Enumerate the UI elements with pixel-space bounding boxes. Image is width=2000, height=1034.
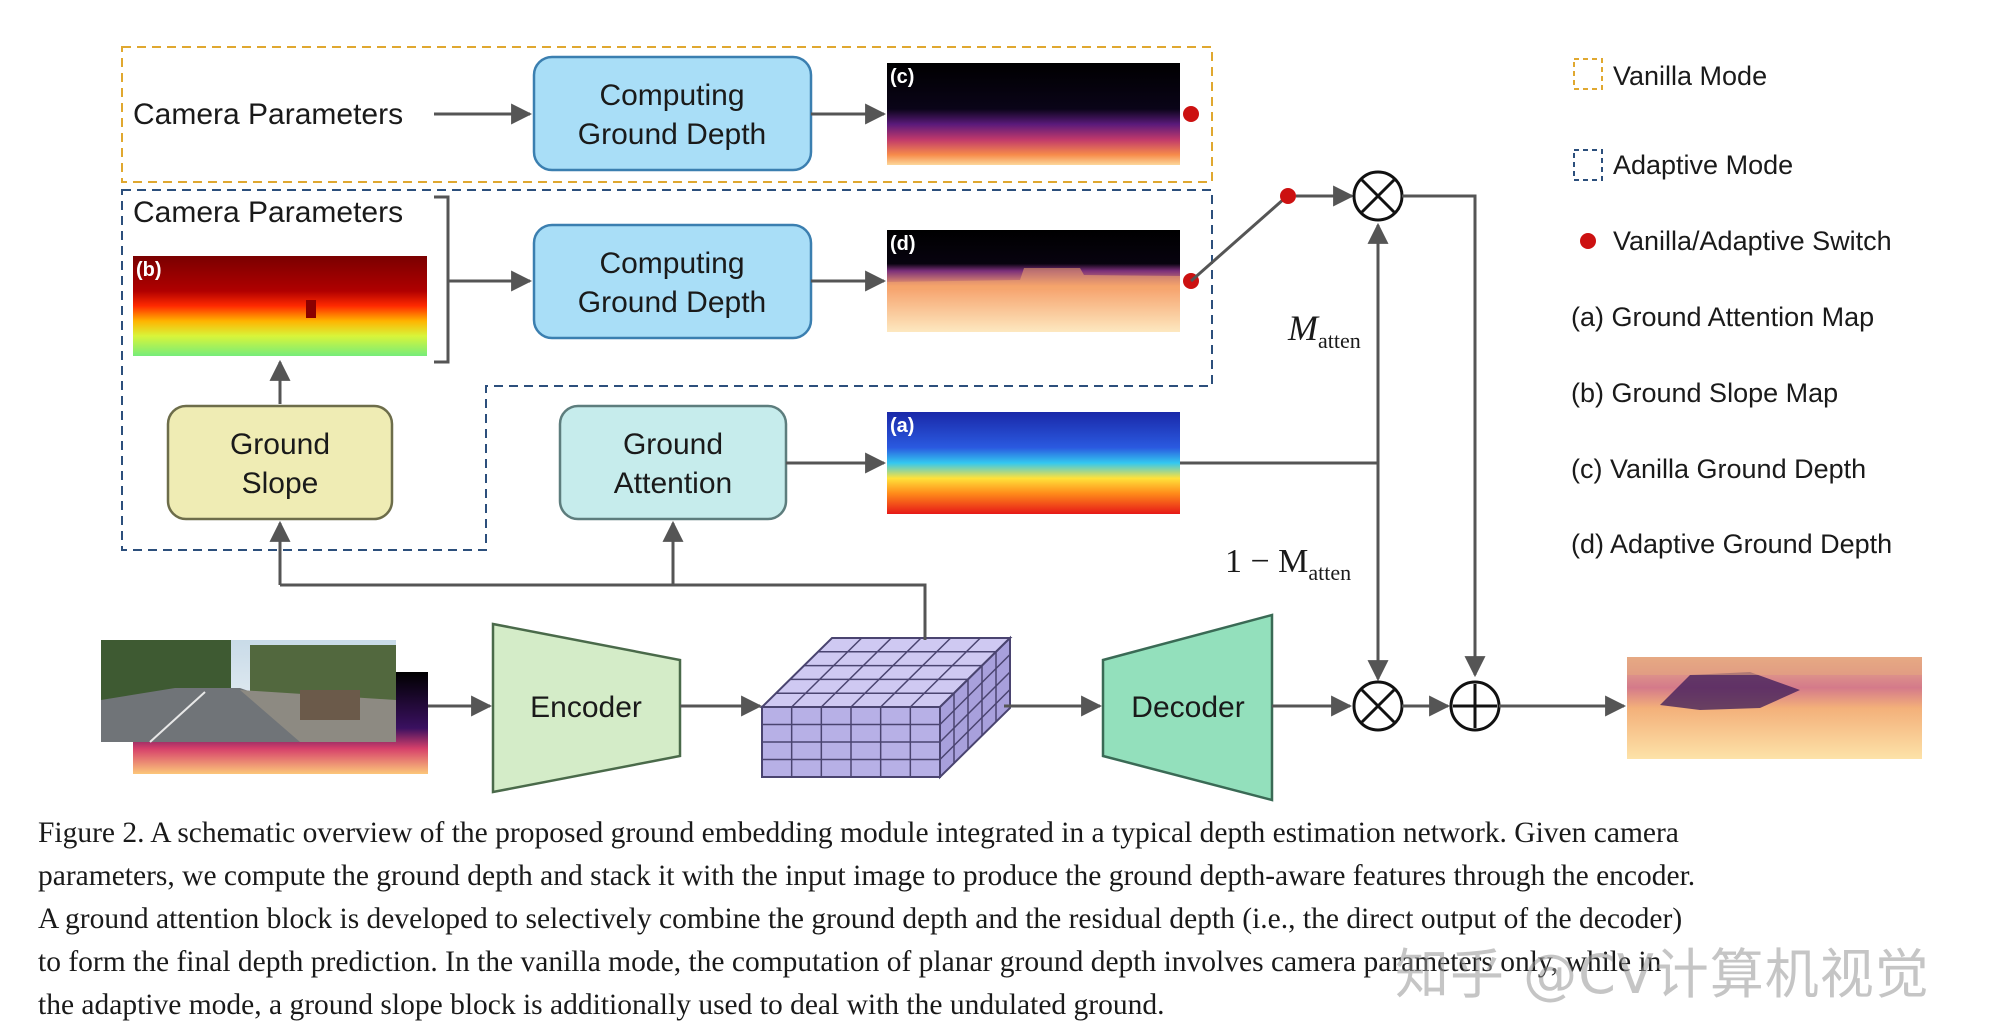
caption-line-1: Figure 2. A schematic overview of the pr…	[38, 817, 1679, 849]
one-minus-matten-label: 1 − Matten	[1225, 543, 1351, 585]
input-rgb-image	[101, 640, 396, 743]
vanilla-switch-dot	[1183, 106, 1199, 122]
caption-line-3: A ground attention block is developed to…	[38, 903, 1683, 935]
matten-label: Matten	[1287, 308, 1361, 353]
computing-ground-depth-vanilla-line2: Ground Depth	[578, 118, 766, 151]
switch-pivot-dot	[1280, 188, 1296, 204]
legend-d: (d) Adaptive Ground Depth	[1571, 529, 1892, 559]
adaptive-mode-region	[121, 189, 1213, 551]
watermark: 知乎 @CV计算机视觉	[1395, 943, 1930, 1006]
decoder-block	[1101, 613, 1274, 802]
legend-switch-dot	[1580, 233, 1596, 249]
computing-ground-depth-adaptive-line2: Ground Depth	[578, 286, 766, 319]
camera-parameters-adaptive: Camera Parameters	[133, 196, 403, 229]
ground-slope-block	[166, 404, 394, 521]
ground-attention-line1: Ground	[623, 428, 723, 461]
figure-caption: Figure 2. A schematic overview of the pr…	[38, 812, 1988, 1027]
caption-line-4: to form the final depth prediction. In t…	[38, 946, 1662, 978]
legend-switch: Vanilla/Adaptive Switch	[1613, 226, 1892, 256]
map-tag-c: (c)	[890, 66, 914, 88]
encoder-block	[491, 622, 682, 794]
feature-tensor	[759, 635, 1013, 780]
encoder-label: Encoder	[530, 691, 642, 724]
diagram-canvas: Camera Parameters Computing Ground Depth…	[101, 46, 1922, 802]
legend-a: (a) Ground Attention Map	[1571, 302, 1874, 332]
ground-slope-map	[133, 256, 427, 356]
ground-slope-line1: Ground	[230, 428, 330, 461]
ground-slope-line2: Slope	[242, 467, 319, 500]
computing-ground-depth-vanilla	[532, 55, 813, 172]
arrow-multiply-top-to-add	[1402, 194, 1486, 678]
ground-attention-map	[887, 412, 1180, 514]
legend-vanilla-mode: Vanilla Mode	[1613, 61, 1767, 91]
computing-ground-depth-adaptive-line1: Computing	[599, 247, 744, 280]
caption-line-2: parameters, we compute the ground depth …	[38, 860, 1696, 892]
vanilla-mode-region	[121, 46, 1213, 183]
add-operator-plus	[1453, 684, 1497, 728]
legend-b: (b) Ground Slope Map	[1571, 378, 1838, 408]
multiply-operator-top-x	[1360, 178, 1396, 214]
legend-adaptive-mode: Adaptive Mode	[1613, 150, 1793, 180]
legend-vanilla-swatch	[1573, 58, 1603, 90]
switch-link	[1190, 196, 1286, 283]
feature-branch-line	[280, 583, 927, 640]
map-tag-d: (d)	[890, 233, 916, 255]
caption-line-5: the adaptive mode, a ground slope block …	[38, 989, 1165, 1021]
final-depth-prediction	[1627, 657, 1922, 759]
multiply-operator-bottom-x	[1360, 688, 1396, 724]
adaptive-depth-horizon	[887, 268, 1180, 290]
map-tag-b: (b)	[136, 259, 162, 281]
computing-ground-depth-vanilla-line1: Computing	[599, 79, 744, 112]
decoder-label: Decoder	[1131, 691, 1244, 724]
ground-attention-block	[558, 404, 788, 521]
ground-slope-map-bump	[306, 300, 316, 318]
input-bracket	[434, 195, 450, 364]
map-tag-a: (a)	[890, 415, 914, 437]
computing-ground-depth-adaptive	[532, 223, 813, 340]
legend-c: (c) Vanilla Ground Depth	[1571, 454, 1866, 484]
camera-parameters-vanilla: Camera Parameters	[133, 98, 403, 131]
legend-adaptive-swatch	[1573, 149, 1603, 181]
ground-attention-line2: Attention	[614, 467, 732, 500]
vanilla-ground-depth-map	[887, 63, 1180, 165]
